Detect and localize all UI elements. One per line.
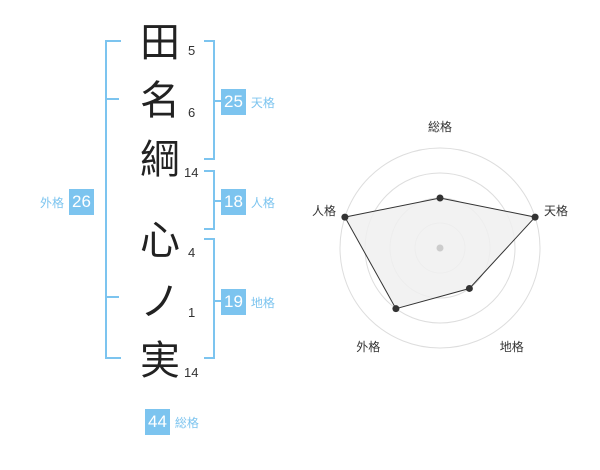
soukaku-value: 44 <box>145 409 170 435</box>
kanji-6: 実 <box>140 338 180 384</box>
stroke-count-5: 1 <box>188 305 196 320</box>
tenkaku-badge: 25 天格 <box>221 89 275 115</box>
chikaku-badge: 19 地格 <box>221 289 275 315</box>
kanji-2: 名 <box>140 78 180 124</box>
jinkaku-label: 人格 <box>250 195 275 210</box>
kanji-5: ノ <box>140 279 180 325</box>
soukaku-label: 総格 <box>174 415 199 430</box>
radar-points <box>341 194 539 313</box>
stroke-count-2: 6 <box>188 105 196 120</box>
stroke-count-4: 4 <box>188 245 196 260</box>
chikaku-bracket <box>204 238 215 359</box>
tenkaku-label: 天格 <box>250 95 275 110</box>
radar-point-4 <box>341 213 349 221</box>
kanji-3: 綱 <box>140 137 180 183</box>
gaikaku-badge: 外格 26 <box>40 189 94 215</box>
radar-point-0 <box>436 194 444 202</box>
radar-point-3 <box>392 305 400 313</box>
radar-axis-label-tenkaku: 天格 <box>544 203 569 218</box>
jinkaku-value: 18 <box>221 189 246 215</box>
radar-axis-label-soukaku: 総格 <box>428 119 453 134</box>
radar-axis-label-gaikaku: 外格 <box>356 340 381 355</box>
stroke-count-3: 14 <box>184 165 199 180</box>
radar-point-1 <box>531 213 539 221</box>
radar-polygon <box>344 197 537 310</box>
chikaku-value: 19 <box>221 289 246 315</box>
kanji-1: 田 <box>140 20 180 66</box>
gaikaku-label: 外格 <box>40 195 65 210</box>
jinkaku-badge: 18 人格 <box>221 189 275 215</box>
radar-axis-label-chikaku: 地格 <box>499 340 524 355</box>
radar-center-dot <box>436 244 444 252</box>
stroke-count-1: 5 <box>188 43 196 58</box>
radar-axis-label-jinkaku: 人格 <box>311 203 336 218</box>
radar-ring-4 <box>339 147 541 349</box>
gaikaku-bracket <box>105 40 121 359</box>
radar-point-2 <box>465 284 473 292</box>
soukaku-badge: 44 総格 <box>145 409 199 435</box>
chikaku-label: 地格 <box>250 295 275 310</box>
stroke-count-6: 14 <box>184 365 199 380</box>
tenkaku-value: 25 <box>221 89 246 115</box>
kanji-4: 心 <box>140 218 180 264</box>
gaikaku-value: 26 <box>69 189 94 215</box>
